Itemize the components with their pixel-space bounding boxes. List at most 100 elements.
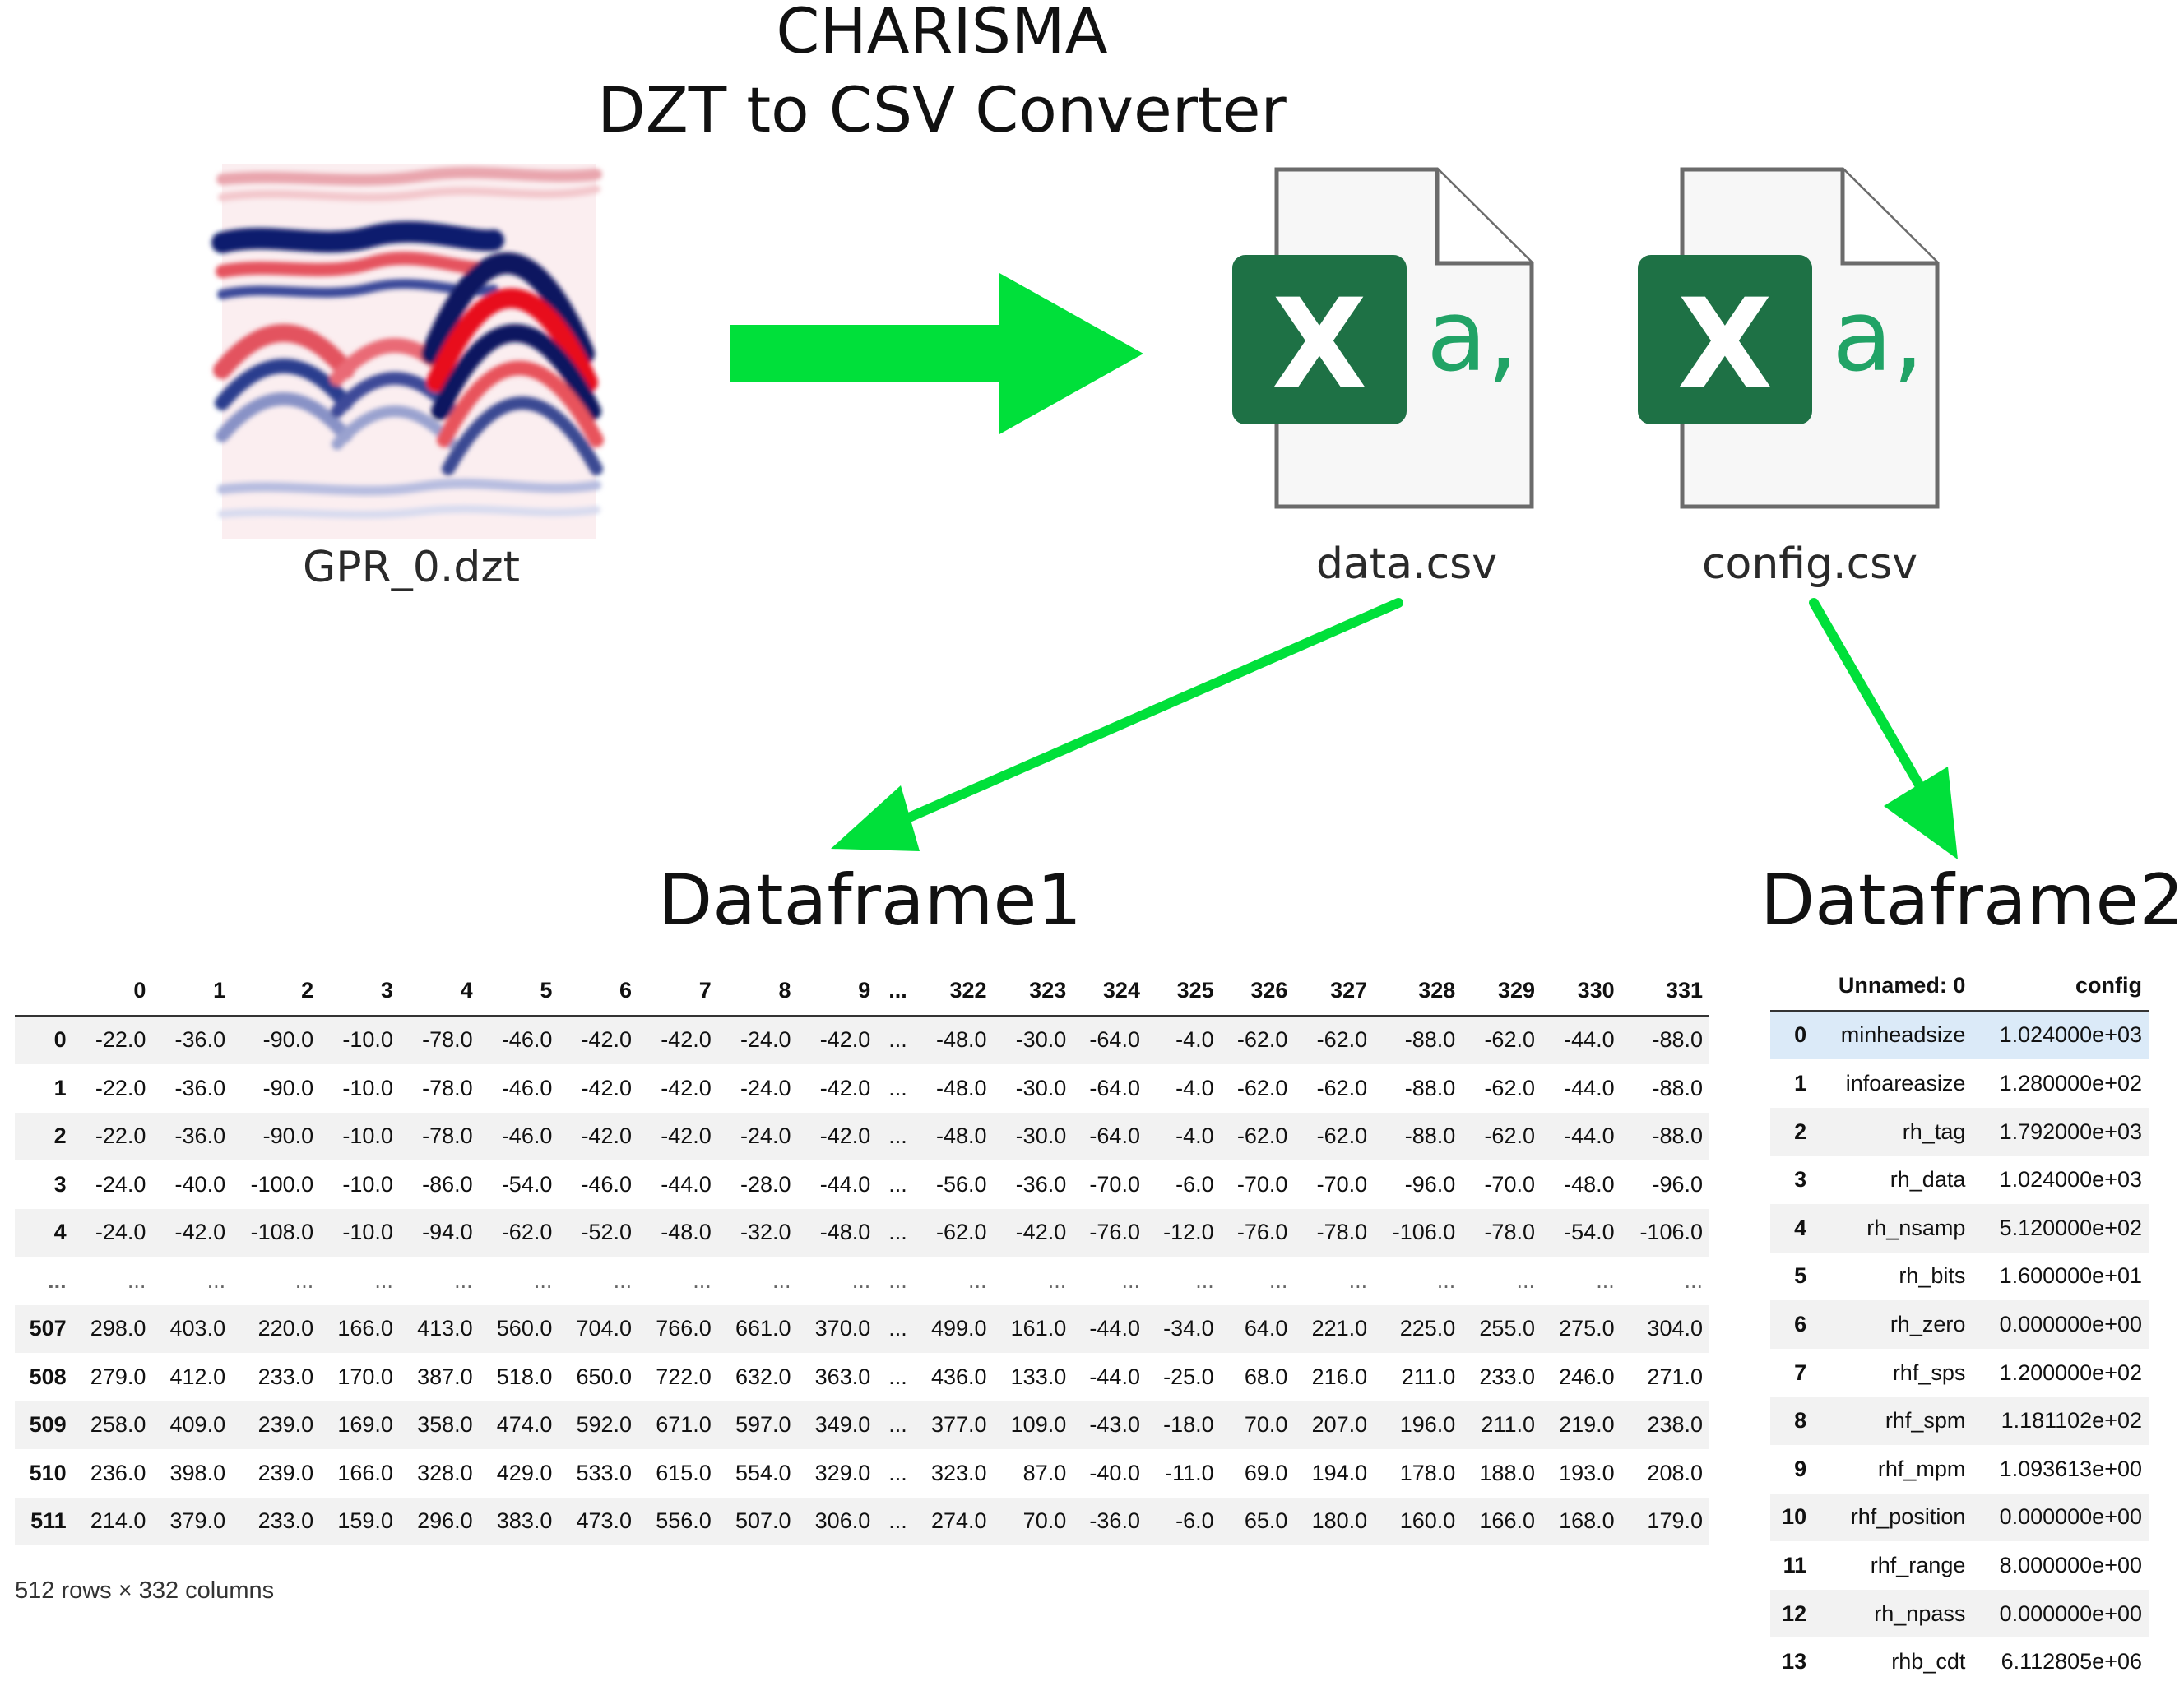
- table-cell: -62.0: [501, 1220, 553, 1245]
- table-cell: -44.0: [1089, 1364, 1140, 1389]
- table-cell: -46.0: [501, 1027, 553, 1053]
- table-cell: 220.0: [257, 1316, 314, 1341]
- data-to-dataframe1-arrow: [883, 598, 1403, 831]
- table-cell: ...: [613, 1267, 633, 1293]
- table-cell: 160.0: [1399, 1508, 1456, 1534]
- table-cell: 109.0: [1010, 1412, 1067, 1438]
- table-cell: -70.0: [1484, 1171, 1535, 1197]
- dataframe1-heading: Dataframe1: [658, 859, 1083, 942]
- table-cell: 64.0: [1244, 1316, 1288, 1341]
- data-arrow-head: [831, 785, 920, 851]
- table-cell: 194.0: [1311, 1460, 1368, 1485]
- column-header: 329: [1462, 966, 1542, 1017]
- table-cell: -44.0: [1089, 1316, 1140, 1341]
- table-cell: -18.0: [1163, 1412, 1214, 1438]
- table-cell: -88.0: [1652, 1027, 1703, 1053]
- table-cell: -106.0: [1392, 1220, 1456, 1245]
- row-index: 510: [29, 1460, 67, 1485]
- table-cell: -100.0: [250, 1171, 314, 1197]
- table-cell: 233.0: [257, 1508, 314, 1534]
- table-cell: 225.0: [1399, 1316, 1456, 1341]
- table-cell: -22.0: [95, 1075, 146, 1100]
- excel-x-letter: X: [1677, 273, 1773, 416]
- table-cell: ...: [888, 1123, 907, 1149]
- table-row: 2-22.0-36.0-90.0-10.0-78.0-46.0-42.0-42.…: [15, 1112, 1709, 1160]
- table-cell: -48.0: [819, 1220, 871, 1245]
- table-cell: rh_zero: [1890, 1311, 1966, 1336]
- table-cell: -42.0: [661, 1075, 712, 1100]
- row-index: 5: [1794, 1263, 1807, 1289]
- table-cell: ...: [533, 1267, 553, 1293]
- table-cell: 661.0: [735, 1316, 791, 1341]
- table-cell: ...: [206, 1267, 226, 1293]
- table-cell: ...: [1348, 1267, 1368, 1293]
- table-cell: 170.0: [337, 1364, 393, 1389]
- table-cell: -88.0: [1404, 1075, 1456, 1100]
- table-cell: -94.0: [422, 1220, 473, 1245]
- table-cell: -42.0: [661, 1123, 712, 1149]
- table-cell: 221.0: [1311, 1316, 1368, 1341]
- table-cell: 298.0: [90, 1316, 146, 1341]
- table-cell: 1.024000e+03: [1999, 1167, 2142, 1193]
- table-cell: -78.0: [422, 1075, 473, 1100]
- table-cell: 65.0: [1244, 1508, 1288, 1534]
- row-index: 508: [29, 1364, 67, 1389]
- table-cell: -90.0: [262, 1123, 314, 1149]
- csv-a-glyph: a,: [1426, 280, 1519, 394]
- table-cell: -42.0: [1015, 1220, 1067, 1245]
- table-cell: -36.0: [1015, 1171, 1067, 1197]
- table-cell: -10.0: [342, 1171, 393, 1197]
- table-cell: -10.0: [342, 1220, 393, 1245]
- table-cell: -42.0: [819, 1075, 871, 1100]
- table-cell: -78.0: [1316, 1220, 1368, 1245]
- table-cell: 211.0: [1401, 1364, 1456, 1389]
- table-cell: -96.0: [1404, 1171, 1456, 1197]
- table-cell: -62.0: [1316, 1075, 1368, 1100]
- column-header: 331: [1621, 966, 1709, 1017]
- table-cell: -42.0: [661, 1027, 712, 1053]
- table-cell: -78.0: [422, 1027, 473, 1053]
- table-cell: -76.0: [1089, 1220, 1140, 1245]
- row-index: 8: [1794, 1408, 1807, 1434]
- table-cell: ...: [888, 1171, 907, 1197]
- row-index: 2: [53, 1123, 67, 1149]
- table-cell: -6.0: [1175, 1171, 1214, 1197]
- index-header-cell: [1770, 961, 1814, 1012]
- table-cell: 533.0: [576, 1460, 633, 1485]
- table-cell: rh_npass: [1874, 1600, 1966, 1626]
- table-cell: 363.0: [814, 1364, 871, 1389]
- column-header: 322: [913, 966, 994, 1017]
- table-cell: 168.0: [1559, 1508, 1615, 1534]
- table-cell: 377.0: [930, 1412, 987, 1438]
- table-cell: 87.0: [1022, 1460, 1067, 1485]
- column-header: 0: [72, 966, 153, 1017]
- table-cell: 6.112805e+06: [2001, 1649, 2142, 1674]
- table-cell: -62.0: [1316, 1027, 1368, 1053]
- table-cell: 239.0: [257, 1412, 314, 1438]
- table-cell: ...: [968, 1267, 987, 1293]
- table-cell: 507.0: [735, 1508, 791, 1534]
- column-header: 330: [1541, 966, 1621, 1017]
- table-cell: 178.0: [1399, 1460, 1456, 1485]
- table-cell: 592.0: [576, 1412, 633, 1438]
- table-cell: ...: [888, 1267, 907, 1293]
- table-cell: rhb_cdt: [1891, 1649, 1966, 1674]
- table-cell: ...: [888, 1075, 907, 1100]
- table-cell: 499.0: [930, 1316, 987, 1341]
- main-convert-arrow: [730, 273, 1143, 434]
- table-cell: 238.0: [1647, 1412, 1703, 1438]
- table-cell: -24.0: [740, 1027, 791, 1053]
- row-index: 9: [1794, 1456, 1807, 1481]
- table-cell: -32.0: [740, 1220, 791, 1245]
- table-cell: -42.0: [819, 1123, 871, 1149]
- table-cell: 133.0: [1010, 1364, 1067, 1389]
- table-cell: rhf_sps: [1892, 1359, 1966, 1385]
- table-cell: -54.0: [501, 1171, 553, 1197]
- table-cell: ...: [888, 1460, 907, 1485]
- csv-file-icon: X a,: [1638, 167, 1940, 509]
- table-cell: 246.0: [1559, 1364, 1615, 1389]
